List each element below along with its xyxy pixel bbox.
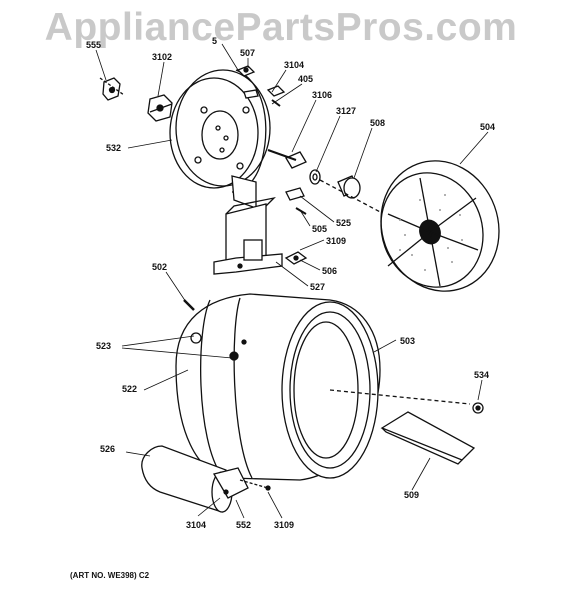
- part-508-roller: [319, 175, 385, 215]
- callout-525: 525: [336, 218, 351, 228]
- part-532-rear-bulkhead: [169, 69, 271, 209]
- callout-527: 527: [310, 282, 325, 292]
- callout-3106: 3106: [312, 90, 332, 100]
- leader-lines: [95, 43, 489, 519]
- callout-504: 504: [480, 122, 495, 132]
- part-534-screw: [472, 402, 484, 414]
- part-527-support-bracket: [213, 196, 283, 275]
- callout-507: 507: [240, 48, 255, 58]
- part-507-fastener: [236, 65, 256, 77]
- part-526-heater: [141, 445, 271, 513]
- callout-506: 506: [322, 266, 337, 276]
- watermark: AppliancePartsPros.com: [44, 6, 518, 49]
- part-509-baffle: [380, 411, 476, 465]
- part-504-rear-panel: [380, 160, 500, 292]
- part-525-block: [285, 187, 305, 201]
- part-3104-screw-top: [266, 85, 286, 107]
- callout-522: 522: [122, 384, 137, 394]
- callout-534: 534: [474, 370, 489, 380]
- part-506-bearing: [284, 251, 308, 265]
- callout-505: 505: [312, 224, 327, 234]
- callout-532: 532: [106, 143, 121, 153]
- callout-526: 526: [100, 444, 115, 454]
- art-number: (ART NO. WE398) C2: [70, 571, 150, 580]
- callout-555: 555: [86, 40, 101, 50]
- part-3127-washer: [309, 169, 321, 185]
- callout-552: 552: [236, 520, 251, 530]
- callout-509: 509: [404, 490, 419, 500]
- callout-405: 405: [298, 74, 313, 84]
- callout-3102: 3102: [152, 52, 172, 62]
- callout-3109-mid: 3109: [326, 236, 346, 246]
- part-503-drum: [175, 293, 471, 481]
- part-3102-bracket: [147, 94, 173, 122]
- callout-508: 508: [370, 118, 385, 128]
- part-555-bracket: [99, 77, 125, 101]
- callout-3104-bottom: 3104: [186, 520, 206, 530]
- part-3106-shaft: [267, 149, 307, 169]
- callout-3104-top: 3104: [284, 60, 304, 70]
- callout-502: 502: [152, 262, 167, 272]
- callout-3127: 3127: [336, 106, 356, 116]
- callout-503: 503: [400, 336, 415, 346]
- callout-5xx: 5: [212, 36, 217, 46]
- callout-3109-bottom: 3109: [274, 520, 294, 530]
- callout-523: 523: [96, 341, 111, 351]
